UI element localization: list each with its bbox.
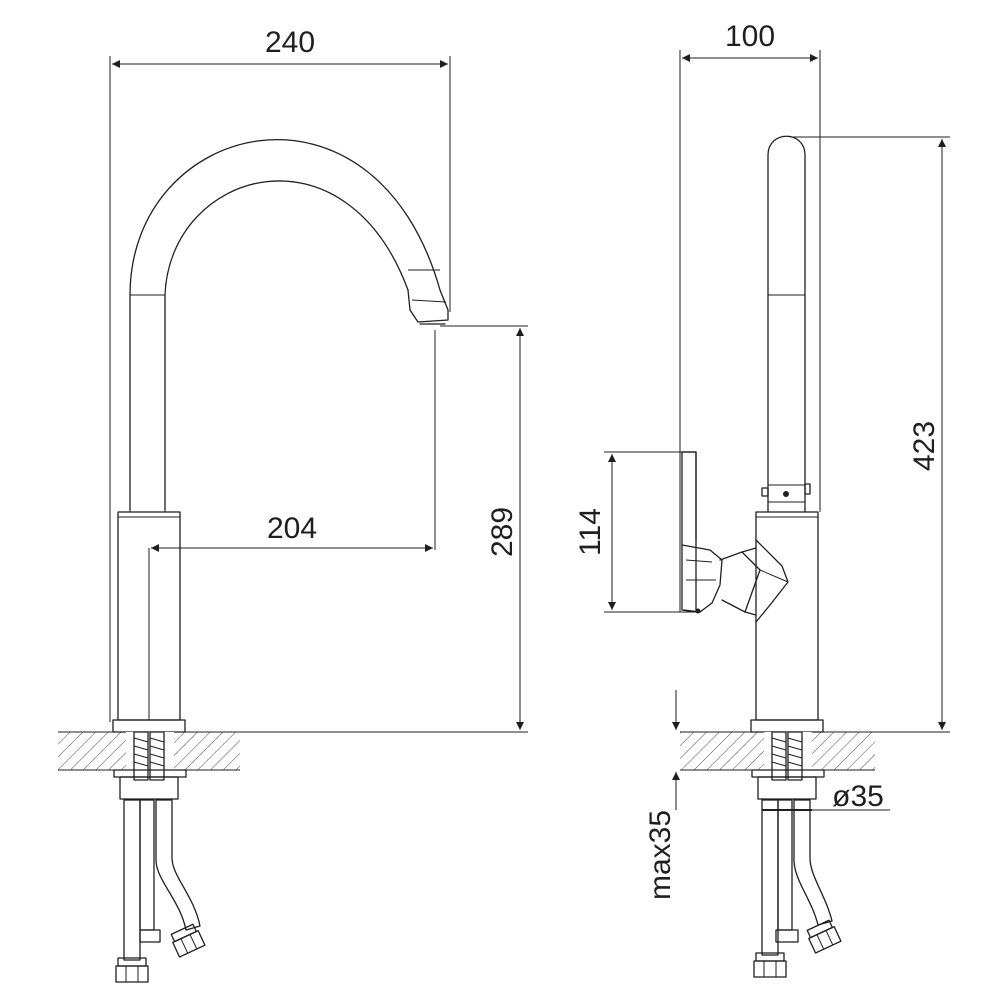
- dim-label-114: 114: [574, 508, 607, 556]
- front-spout: [129, 139, 449, 511]
- front-mounting-stud: [113, 731, 187, 800]
- dim-label-o35: ø35: [832, 780, 884, 813]
- side-hose-fitting-middle: [775, 929, 799, 943]
- dim-label-100: 100: [725, 20, 775, 53]
- dim-label-204: 204: [267, 512, 317, 545]
- dim-max-thickness: max35: [644, 690, 680, 900]
- dim-front-width: 240: [109, 26, 451, 722]
- dim-label-423: 423: [908, 421, 941, 471]
- dim-lever-height: 114: [574, 451, 696, 613]
- front-hose-fitting-middle: [139, 929, 161, 943]
- side-view: 100 423 114 ø35 max35: [574, 20, 950, 978]
- front-hose-fitting-right: [170, 923, 206, 958]
- side-hose-fitting-right: [806, 919, 842, 954]
- side-hoses: [753, 799, 842, 978]
- dim-label-289: 289: [486, 507, 519, 557]
- dim-side-depth: 100: [679, 20, 821, 612]
- dim-total-height: 423: [790, 136, 950, 733]
- side-hose-fitting-left: [753, 952, 787, 978]
- front-hoses: [115, 799, 206, 983]
- dim-label-240: 240: [265, 26, 315, 59]
- front-view: 240 204 289: [58, 26, 528, 983]
- front-hose-fitting-left: [115, 957, 149, 983]
- side-mounting-stud: [751, 731, 825, 811]
- side-lever-handle: [681, 451, 789, 623]
- side-spout: [761, 135, 811, 513]
- dim-spout-reach: 204: [148, 330, 436, 720]
- dim-hole-diameter: ø35: [800, 780, 890, 813]
- dim-spout-height: 289: [240, 325, 528, 733]
- dim-label-max35: max35: [644, 810, 677, 900]
